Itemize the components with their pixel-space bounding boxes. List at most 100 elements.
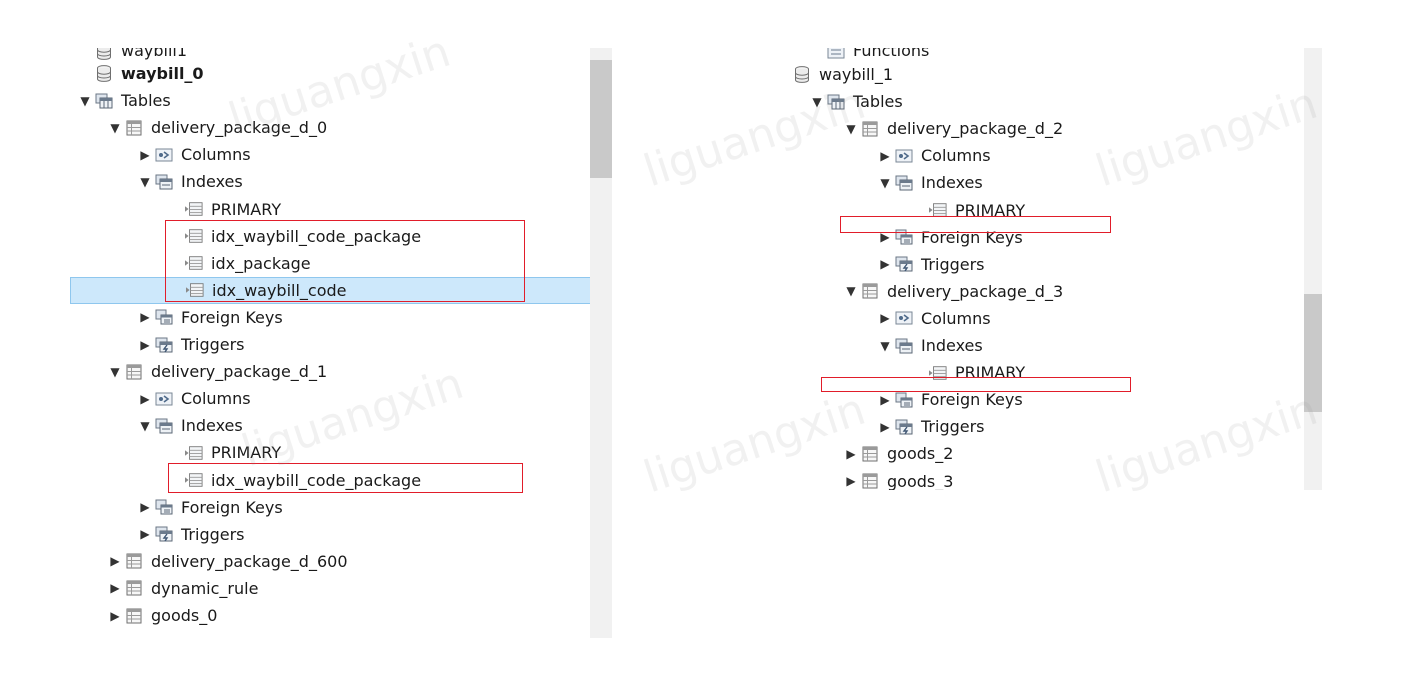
tree-node[interactable]: ▶ Triggers — [70, 331, 612, 358]
tree-node[interactable]: idx_waybill_code_package — [70, 223, 612, 250]
tree-node[interactable]: ▶ Columns — [70, 385, 612, 412]
indexes-folder-icon — [155, 417, 173, 434]
tree-node-label: Indexes — [921, 336, 983, 355]
tree-node[interactable]: ▶ Triggers — [770, 413, 1322, 440]
right-scrollbar-thumb[interactable] — [1304, 294, 1322, 412]
tree-node[interactable]: ▼ delivery_package_d_1 — [70, 358, 612, 385]
collapse-arrow-icon[interactable]: ▶ — [880, 311, 890, 326]
expand-arrow-icon[interactable]: ▼ — [846, 121, 856, 136]
table-icon — [861, 473, 879, 490]
left-scrollbar-thumb[interactable] — [590, 60, 612, 178]
expand-arrow-icon[interactable]: ▼ — [110, 364, 120, 379]
collapse-arrow-icon[interactable]: ▶ — [880, 148, 890, 163]
tree-node[interactable]: idx_waybill_code_package — [70, 467, 612, 494]
foreign-keys-icon — [895, 391, 913, 408]
expand-arrow-icon[interactable]: ▼ — [140, 174, 150, 189]
tree-node[interactable]: ▶ goods_2 — [770, 440, 1322, 467]
indexes-folder-icon — [895, 337, 913, 354]
tree-node[interactable]: ▶ Foreign Keys — [770, 386, 1322, 413]
collapse-arrow-icon[interactable]: ▶ — [140, 310, 150, 325]
tree-node[interactable]: waybill1 — [70, 48, 612, 60]
tree-node[interactable]: ▼ Indexes — [70, 168, 612, 195]
tree-node-label: Triggers — [921, 254, 985, 274]
tree-node-label: goods_2 — [887, 444, 954, 464]
collapse-arrow-icon[interactable]: ▶ — [110, 554, 120, 569]
tree-node[interactable]: ▼ Indexes — [770, 332, 1322, 359]
collapse-arrow-icon[interactable]: ▶ — [110, 608, 120, 623]
index-icon — [185, 472, 203, 489]
tree-node-label: delivery_package_d_0 — [151, 118, 328, 138]
tree-node[interactable]: ▶ Triggers — [70, 521, 612, 548]
tree-node[interactable]: ▼ Indexes — [70, 412, 612, 439]
triggers-icon — [155, 526, 173, 543]
tree-node-label: idx_waybill_code_package — [211, 226, 422, 246]
tree-node[interactable]: PRIMARY — [770, 359, 1322, 386]
table-icon — [861, 120, 879, 137]
expand-arrow-icon[interactable]: ▼ — [80, 93, 90, 108]
tree-node-label: Triggers — [921, 417, 985, 437]
tree-node[interactable]: PRIMARY — [70, 439, 612, 466]
tree-node-label: PRIMARY — [955, 200, 1026, 220]
tree-node[interactable]: ▼ Tables — [770, 88, 1322, 115]
expand-arrow-icon[interactable]: ▼ — [880, 175, 890, 190]
collapse-arrow-icon[interactable]: ▶ — [140, 391, 150, 406]
columns-icon — [895, 310, 913, 327]
collapse-arrow-icon[interactable]: ▶ — [880, 230, 890, 245]
expand-arrow-icon[interactable]: ▼ — [846, 284, 856, 299]
collapse-arrow-icon[interactable]: ▶ — [140, 337, 150, 352]
left-scrollbar[interactable] — [590, 48, 612, 638]
tree-node[interactable]: ▶ Triggers — [770, 251, 1322, 278]
collapse-arrow-icon[interactable]: ▶ — [880, 257, 890, 272]
tree-node[interactable]: ▼ Indexes — [770, 169, 1322, 196]
tree-node[interactable]: idx_package — [70, 250, 612, 277]
tree-node-label: Tables — [121, 91, 171, 111]
table-icon — [125, 580, 143, 597]
tree-node[interactable]: ▶ Foreign Keys — [70, 494, 612, 521]
columns-icon — [155, 146, 173, 163]
right-scrollbar[interactable] — [1304, 48, 1322, 490]
tree-node[interactable]: waybill_1 — [770, 61, 1322, 88]
tree-node[interactable]: ▶ Foreign Keys — [770, 224, 1322, 251]
tree-node[interactable]: PRIMARY — [70, 196, 612, 223]
tree-node[interactable]: PRIMARY — [770, 197, 1322, 224]
tree-node[interactable]: ▶ Columns — [770, 142, 1322, 169]
tree-node-label: Indexes — [181, 172, 243, 192]
tree-node-label: goods_0 — [151, 606, 218, 625]
tree-node[interactable]: ▼ delivery_package_d_3 — [770, 278, 1322, 305]
expand-arrow-icon[interactable]: ▼ — [880, 338, 890, 353]
tree-node[interactable]: ▼ delivery_package_d_2 — [770, 115, 1322, 142]
collapse-arrow-icon[interactable]: ▶ — [140, 500, 150, 515]
tree-node[interactable]: ▶ Foreign Keys — [70, 304, 612, 331]
indexes-folder-icon — [155, 173, 173, 190]
table-icon — [861, 445, 879, 462]
tree-node[interactable]: waybill_0 — [70, 60, 612, 87]
triggers-icon — [895, 418, 913, 435]
collapse-arrow-icon[interactable]: ▶ — [140, 147, 150, 162]
tree-node[interactable]: ▼ Tables — [70, 87, 612, 114]
collapse-arrow-icon[interactable]: ▶ — [846, 446, 856, 461]
tree-node[interactable]: ▶ Columns — [770, 305, 1322, 332]
tree-node[interactable]: idx_waybill_code — [70, 276, 612, 304]
table-icon — [125, 119, 143, 136]
expand-arrow-icon[interactable]: ▼ — [812, 94, 822, 109]
collapse-arrow-icon[interactable]: ▶ — [880, 419, 890, 434]
tree-node[interactable]: Functions — [770, 48, 1322, 60]
tree-node-label: Tables — [853, 92, 903, 112]
tree-node[interactable]: ▶ delivery_package_d_600 — [70, 548, 612, 575]
collapse-arrow-icon[interactable]: ▶ — [846, 474, 856, 488]
tree-node-label: Foreign Keys — [181, 497, 283, 517]
tree-node[interactable]: ▶ dynamic_rule — [70, 575, 612, 602]
tree-node[interactable]: ▶ goods_3 — [770, 468, 1322, 491]
tree-node[interactable]: ▶ goods_0 — [70, 602, 612, 629]
table-icon — [125, 607, 143, 624]
collapse-arrow-icon[interactable]: ▶ — [140, 527, 150, 542]
tree-node-label: Columns — [181, 145, 251, 165]
collapse-arrow-icon[interactable]: ▶ — [880, 392, 890, 407]
expand-arrow-icon[interactable]: ▼ — [110, 120, 120, 135]
triggers-icon — [155, 336, 173, 353]
tree-node[interactable]: ▶ Columns — [70, 141, 612, 168]
collapse-arrow-icon[interactable]: ▶ — [110, 581, 120, 596]
left-navigator-tree: waybill1 waybill_0▼ Tables▼ delivery_pac… — [70, 48, 612, 638]
tree-node[interactable]: ▼ delivery_package_d_0 — [70, 114, 612, 141]
expand-arrow-icon[interactable]: ▼ — [140, 418, 150, 433]
